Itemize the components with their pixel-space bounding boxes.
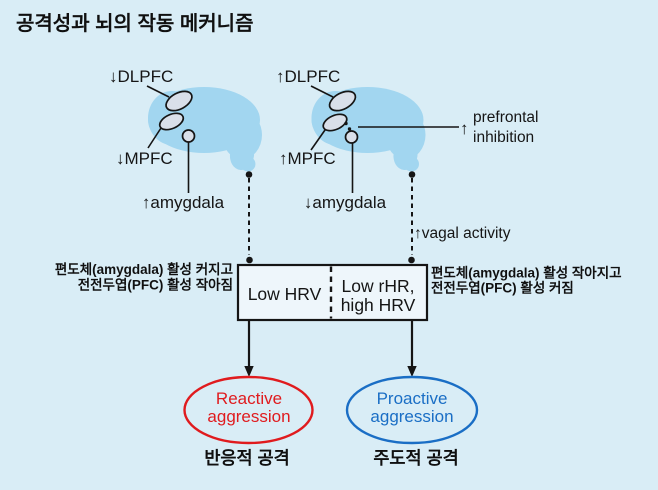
left-connector-top-dot [245,171,253,178]
right-amygdala-label: ↓amygdala [304,193,387,212]
left-amygdala-region [181,129,196,143]
reactive-korean-label: 반응적 공격 [204,448,289,468]
right-note-line1: 편도체(amygdala) 활성 작아지고 [431,265,622,281]
prefrontal-inhibition-label-line2: inhibition [473,129,534,146]
diagram-title: 공격성과 뇌의 작동 메커니즘 [16,12,253,35]
prefrontal-inhibition-label-line1: prefrontal [473,109,538,126]
right-amygdala-region [344,130,359,144]
side-notes: 편도체(amygdala) 활성 커지고 전전두엽(PFC) 활성 작아짐 편도… [55,261,622,296]
left-arrowhead [244,366,254,377]
vagal-activity-label: ↑vagal activity [414,225,511,242]
proactive-label-line1: Proactive [377,389,448,408]
right-note-line2: 전전두엽(PFC) 활성 커짐 [431,280,574,296]
reactive-label-line1: Reactive [216,389,282,408]
inhibition-dot [347,127,352,131]
left-mpfc-pointer-line [147,127,162,149]
hrv-box: Low HRV Low rHR, high HRV [236,263,429,322]
hrv-box-rect [236,263,429,322]
left-amygdala-label: ↑amygdala [142,193,225,212]
proactive-korean-label: 주도적 공격 [373,448,458,468]
right-brain-illustration: ↑DLPFC ↑MPFC ↓amygdala ↑ prefrontal inhi… [276,67,538,212]
left-mpfc-label: ↓MPFC [116,149,173,168]
left-brain-illustration: ↓DLPFC ↓MPFC ↑amygdala [109,67,262,212]
right-dlpfc-pointer-line [310,85,334,98]
reactive-aggression-ellipse [183,375,314,445]
right-mpfc-pointer-line [310,129,326,151]
reactive-aggression-outcome: Reactive aggression 반응적 공격 [183,375,314,468]
low-hrv-label: Low HRV [248,284,322,304]
right-dlpfc-label: ↑DLPFC [276,67,340,86]
proactive-aggression-outcome: Proactive aggression 주도적 공격 [345,375,479,468]
left-mpfc-region [158,112,185,131]
right-arrowhead [407,366,417,377]
left-dlpfc-label: ↓DLPFC [109,67,173,86]
left-dlpfc-region [165,90,193,112]
box-to-outcome-arrows [244,321,417,377]
inhibition-dot [344,121,348,126]
left-note-line1: 편도체(amygdala) 활성 커지고 [55,261,233,277]
right-connector-top-dot [408,171,416,178]
right-mpfc-label: ↑MPFC [279,149,336,168]
right-connector-bottom-dot [408,256,415,264]
reactive-label-line2: aggression [207,407,290,426]
left-connector-bottom-dot [246,256,253,264]
right-mpfc-region [322,113,348,132]
brain-to-box-connectors: ↑vagal activity [245,171,511,264]
proactive-label-line2: aggression [370,407,453,426]
right-dlpfc-region [328,90,357,112]
low-rhr-label: Low rHR, [342,276,415,296]
left-note-line2: 전전두엽(PFC) 활성 작아짐 [78,277,233,293]
proactive-aggression-ellipse [345,375,479,445]
high-hrv-label: high HRV [341,295,416,315]
prefrontal-inhibition-arrow: ↑ [460,119,469,138]
left-dlpfc-pointer-line [146,85,170,98]
